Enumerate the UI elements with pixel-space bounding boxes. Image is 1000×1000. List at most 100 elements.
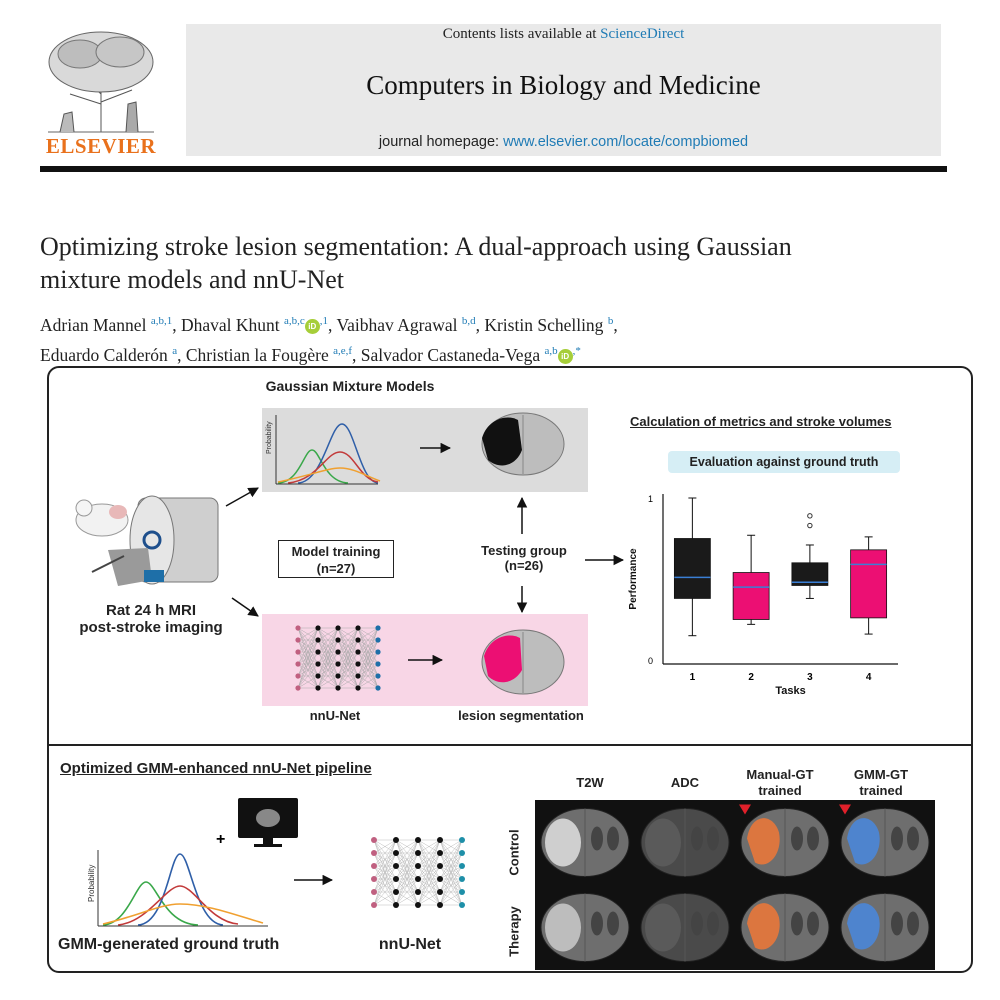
outlier-point [807, 522, 813, 529]
network-node [295, 673, 301, 679]
orcid-icon[interactable]: iD [304, 318, 320, 334]
publisher-name: ELSEVIER [45, 134, 157, 158]
brain-ventricle [691, 826, 703, 851]
rat-caption: Rat 24 h MRI post-stroke imaging [56, 602, 246, 636]
network-node [459, 889, 465, 895]
author-affiliation[interactable]: a,b,1 [150, 315, 173, 327]
network-node [437, 850, 443, 856]
author-affiliation-suffix[interactable]: ,* [572, 344, 581, 357]
column-header-gmm-gt-l2: trained [859, 783, 903, 798]
network-node [335, 661, 341, 667]
author-name[interactable]: Kristin Schelling [484, 314, 604, 335]
box-4 [850, 549, 888, 619]
column-header-manual-gt-l1: Manual-GT [746, 767, 814, 782]
red-arrow-marker [839, 804, 851, 815]
author-affiliation-suffix[interactable]: ,1 [319, 315, 329, 327]
column-header-manual-gt: Manual-GT trained [735, 767, 825, 799]
rat-caption-line2: post-stroke imaging [79, 619, 223, 636]
brain-ventricle [707, 911, 719, 936]
network-node [335, 649, 341, 655]
network-node [371, 837, 377, 843]
network-node [459, 850, 465, 856]
author-affiliation[interactable]: a,b [544, 344, 558, 357]
sciencedirect-link[interactable]: ScienceDirect [600, 26, 685, 42]
brain-nnunet-result [481, 629, 565, 695]
network-node [393, 876, 399, 882]
probability-label: Probability [266, 421, 273, 454]
box-1 [673, 538, 711, 599]
orcid-icon[interactable]: iD [557, 348, 573, 364]
x-axis-label: Tasks [775, 685, 805, 697]
author-name[interactable]: Vaibhav Agrawal [336, 314, 458, 335]
author-name[interactable]: Dhaval Khunt [180, 314, 280, 335]
evaluation-badge: Evaluation against ground truth [668, 451, 900, 473]
contents-prefix: Contents lists available at [442, 26, 601, 42]
network-node [437, 876, 443, 882]
author-line-2: Eduardo Calderón a, Christian la Fougère… [40, 338, 940, 368]
network-node [437, 863, 443, 869]
lesion-hyperintensity [545, 903, 581, 952]
x-tick-label: 1 [690, 672, 696, 683]
brain-ventricle [907, 826, 919, 851]
pipeline-diagram: + Probability [87, 798, 465, 927]
network-node [415, 863, 421, 869]
brain-ventricle [607, 911, 619, 936]
network-node [315, 649, 321, 655]
author-separator: , [352, 344, 361, 365]
column-header-t2w: T2W [576, 775, 604, 790]
network-node [315, 637, 321, 643]
column-header-adc: ADC [670, 775, 700, 790]
nnunet-network-top [295, 625, 381, 691]
network-node [393, 850, 399, 856]
homepage-line: journal homepage: www.elsevier.com/locat… [186, 134, 941, 150]
author-name[interactable]: Eduardo Calderón [40, 344, 168, 365]
network-node [335, 625, 341, 631]
author-affiliation[interactable]: b [607, 315, 614, 327]
network-node [335, 685, 341, 691]
network-node [459, 902, 465, 908]
author-affiliation[interactable]: a,e,f [333, 344, 353, 357]
lesion-adc [645, 903, 681, 952]
brain-ventricle [707, 826, 719, 851]
brain-ventricle [807, 911, 819, 936]
network-node [335, 673, 341, 679]
workflow-diagram: Probability [75, 412, 625, 695]
network-node [295, 649, 301, 655]
brain-ventricle [591, 826, 603, 851]
row-header-control: Control [506, 829, 522, 876]
brain-ventricle [907, 911, 919, 936]
network-node [415, 889, 421, 895]
homepage-prefix: journal homepage: [378, 134, 504, 150]
network-node [295, 637, 301, 643]
author-separator: , [328, 314, 337, 335]
gmm-ground-truth-caption: GMM-generated ground truth [58, 936, 280, 953]
pipeline-heading: Optimized GMM-enhanced nnU-Net pipeline [60, 760, 372, 777]
article-title: Optimizing stroke lesion segmentation: A… [40, 230, 940, 296]
author-name[interactable]: Salvador Castaneda-Vega [360, 344, 541, 365]
red-arrow-marker [739, 804, 751, 815]
brain-ventricle [791, 826, 803, 851]
x-tick-label: 3 [807, 672, 813, 683]
author-affiliation[interactable]: a,b,c [284, 315, 305, 327]
box-3 [791, 562, 829, 586]
network-node [375, 661, 381, 667]
network-node [371, 863, 377, 869]
author-name[interactable]: Adrian Mannel [40, 314, 147, 335]
mri-image-grid [535, 800, 935, 970]
network-node [375, 637, 381, 643]
author-affiliation[interactable]: b,d [461, 315, 476, 327]
author-name[interactable]: Christian la Fougère [185, 344, 329, 365]
homepage-link[interactable]: www.elsevier.com/locate/compbiomed [503, 134, 749, 150]
testing-group-title: Testing group [481, 543, 567, 558]
boxplot-axes: 01 [648, 494, 898, 666]
header-rule [40, 166, 947, 172]
author-separator: , [172, 314, 181, 335]
nnunet-caption: nnU-Net [309, 708, 361, 723]
testing-group-label: Testing group (n=26) [466, 543, 582, 573]
nnunet-network-bottom [371, 837, 465, 908]
author-affiliation[interactable]: a [172, 344, 178, 357]
